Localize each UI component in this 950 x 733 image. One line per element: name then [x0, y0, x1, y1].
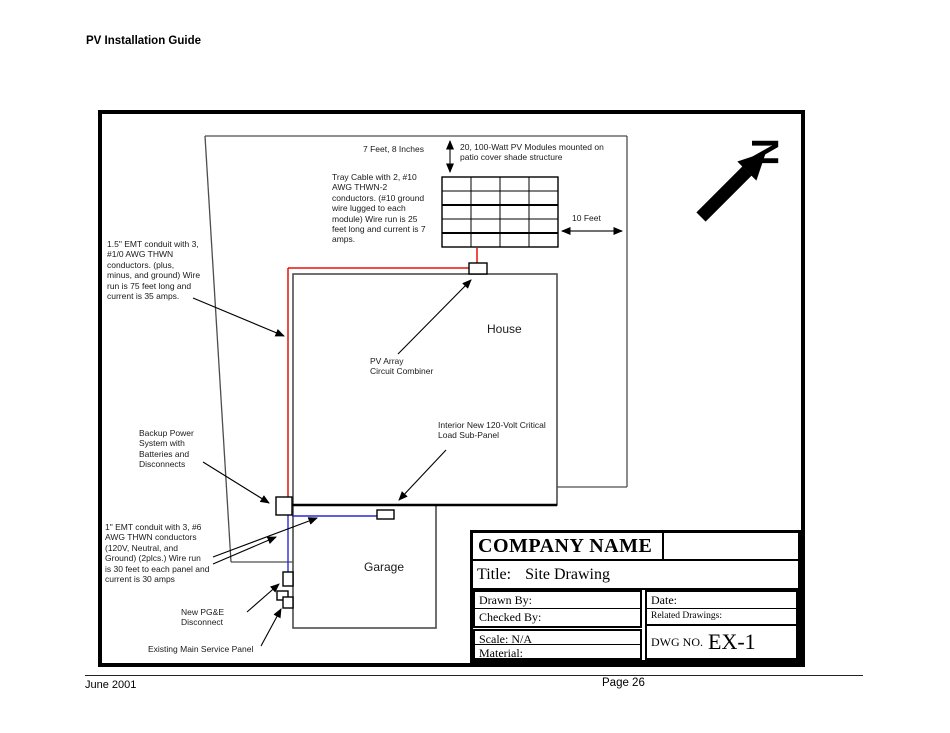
emt-small-note: 1" EMT conduit with 3, #6 AWG THWN condu… — [105, 522, 210, 585]
title-label: Title: — [477, 565, 512, 583]
footer-rule — [85, 675, 863, 676]
garage-label: Garage — [364, 560, 405, 574]
height-dimension-label: 7 Feet, 8 Inches — [363, 144, 424, 154]
dwg-no-label: DWG NO. — [651, 634, 703, 649]
scale-material-box: Scale: N/A Material: — [473, 629, 642, 660]
dwg-no-cell: DWG NO. EX-1 — [647, 626, 796, 658]
pge-disconnect-label: New PG&E Disconnect — [181, 607, 224, 628]
house-label: House — [487, 322, 522, 336]
width-dimension-label: 10 Feet — [572, 213, 601, 223]
page-header: PV Installation Guide — [86, 35, 202, 47]
footer-date: June 2001 — [85, 679, 137, 691]
drawn-checked-box: Drawn By: Checked By: — [473, 590, 642, 628]
dwg-no-value: EX-1 — [708, 629, 756, 654]
drawn-by-cell: Drawn By: — [475, 592, 640, 609]
footer-page-number: Page 26 — [602, 677, 645, 689]
checked-by-cell: Checked By: — [479, 610, 542, 624]
combiner-label: PV Array Circuit Combiner — [370, 356, 434, 377]
title-value: Site Drawing — [525, 565, 610, 583]
tray-cable-note: Tray Cable with 2, #10 AWG THWN-2 conduc… — [332, 172, 426, 245]
date-dwg-box: Date: Related Drawings: DWG NO. EX-1 — [645, 590, 798, 660]
related-drawings-cell: Related Drawings: — [647, 609, 796, 626]
north-letter: N — [743, 138, 786, 166]
title-block: COMPANY NAME Title: Site Drawing Drawn B… — [470, 530, 801, 663]
title-block-company-row: COMPANY NAME — [473, 533, 798, 561]
material-cell: Material: — [479, 646, 523, 660]
subpanel-note: Interior New 120-Volt Critical Load Sub-… — [438, 420, 546, 441]
main-panel-label: Existing Main Service Panel — [148, 644, 254, 654]
title-block-title-row: Title: Site Drawing — [473, 561, 798, 590]
backup-note: Backup Power System with Batteries and D… — [139, 428, 194, 470]
date-cell: Date: — [647, 592, 796, 609]
company-name: COMPANY NAME — [473, 533, 664, 559]
emt-large-note: 1.5" EMT conduit with 3, #1/0 AWG THWN c… — [107, 239, 201, 302]
modules-note: 20, 100-Watt PV Modules mounted on patio… — [460, 142, 604, 163]
scale-cell: Scale: N/A — [475, 631, 640, 646]
